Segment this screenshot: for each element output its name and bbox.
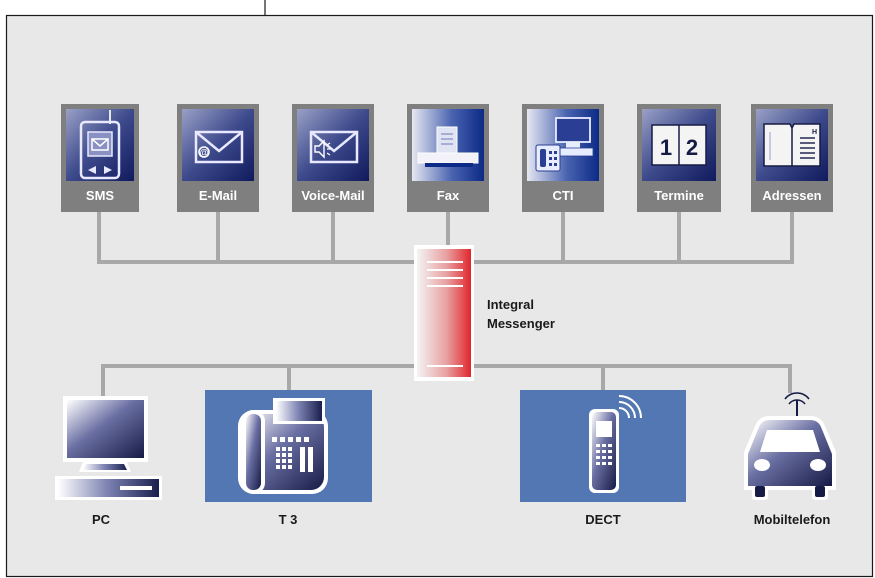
service-tile-cti: CTI: [522, 104, 604, 212]
fax-machine-icon: [417, 126, 479, 167]
calendar-digit-2: 2: [686, 135, 698, 160]
dect-handset-icon: [589, 395, 642, 493]
service-tile-adressen: H Adressen: [751, 104, 833, 212]
service-label: Adressen: [762, 188, 821, 203]
service-label: Termine: [654, 188, 704, 203]
address-tab-letter: H: [812, 129, 817, 136]
service-label: E-Mail: [199, 188, 237, 203]
sms-phone-icon: [79, 110, 121, 180]
service-tile-termine: 1 2 Termine: [637, 104, 721, 212]
server-label-line1: Integral: [487, 297, 534, 312]
calendar-digit-1: 1: [660, 135, 672, 160]
service-label: Fax: [437, 188, 460, 203]
service-label: CTI: [553, 188, 574, 203]
device-label: DECT: [585, 512, 620, 527]
email-envelope-icon: @: [194, 130, 244, 164]
service-tile-email: @ E-Mail: [177, 104, 259, 212]
service-tile-sms: SMS: [61, 104, 139, 212]
car-phone-icon: [744, 392, 836, 500]
svg-text:@: @: [200, 148, 209, 158]
device-label: PC: [92, 512, 111, 527]
service-label: SMS: [86, 188, 115, 203]
device-pc: PC: [55, 396, 162, 527]
voicemail-envelope-icon: [309, 130, 359, 164]
device-label: T 3: [279, 512, 298, 527]
cti-computer-phone-icon: [535, 117, 594, 172]
pc-monitor-icon: [55, 396, 162, 500]
device-dect: DECT: [520, 390, 686, 527]
device-label: Mobiltelefon: [754, 512, 831, 527]
address-book-icon: H: [763, 123, 821, 167]
server-tower-icon: [414, 245, 474, 381]
service-tile-fax: Fax: [407, 104, 489, 212]
service-tile-voicemail: Voice-Mail: [292, 104, 374, 212]
service-label: Voice-Mail: [301, 188, 364, 203]
device-mobiltelefon: Mobiltelefon: [744, 392, 836, 527]
server-label-line2: Messenger: [487, 316, 555, 331]
device-t3: T 3: [205, 390, 372, 527]
desk-phone-icon: [238, 398, 328, 494]
calendar-icon: 1 2: [651, 124, 707, 166]
